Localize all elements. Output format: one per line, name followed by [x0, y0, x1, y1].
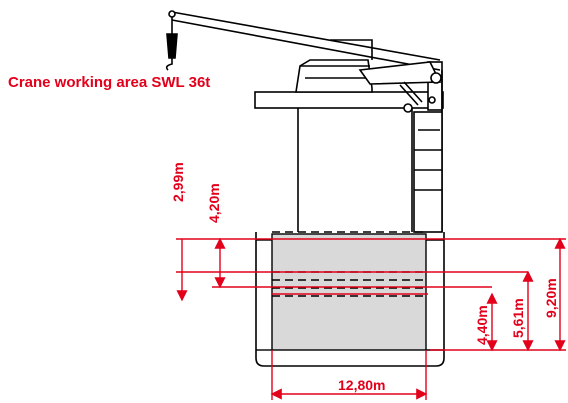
width-label: 12,80m — [338, 377, 385, 393]
hull-outline — [255, 232, 445, 367]
crane-structure — [165, 10, 444, 233]
sheave — [430, 72, 442, 84]
label-9-20: 9,20m — [543, 278, 559, 318]
crane-house — [295, 59, 373, 93]
diagram-title: Crane working area SWL 36t — [8, 74, 211, 91]
cylinder-link-2 — [403, 81, 423, 103]
hook — [165, 58, 173, 71]
label-2-99: 2,99m — [170, 162, 186, 202]
boom-bottom-chord — [171, 19, 441, 71]
sheave-3 — [428, 96, 436, 104]
boom-top-chord — [171, 11, 441, 61]
dimension-labels: 12,80m 2,99m 4,20m 4,40m 5,61m 9,20m — [170, 162, 559, 393]
working-area — [271, 233, 427, 351]
dimension-lines — [176, 237, 566, 400]
boom-tip-sheave — [168, 10, 176, 18]
boom-rest — [330, 39, 373, 60]
luffing-cylinder — [358, 61, 442, 85]
ship-section — [255, 231, 445, 367]
label-5-61: 5,61m — [510, 298, 526, 338]
sheave-2 — [403, 103, 413, 113]
label-4-20: 4,20m — [206, 183, 222, 223]
hook-block — [166, 33, 178, 59]
label-4-40: 4,40m — [474, 305, 490, 345]
cylinder-link — [399, 84, 419, 106]
lattice-leg — [413, 111, 443, 233]
